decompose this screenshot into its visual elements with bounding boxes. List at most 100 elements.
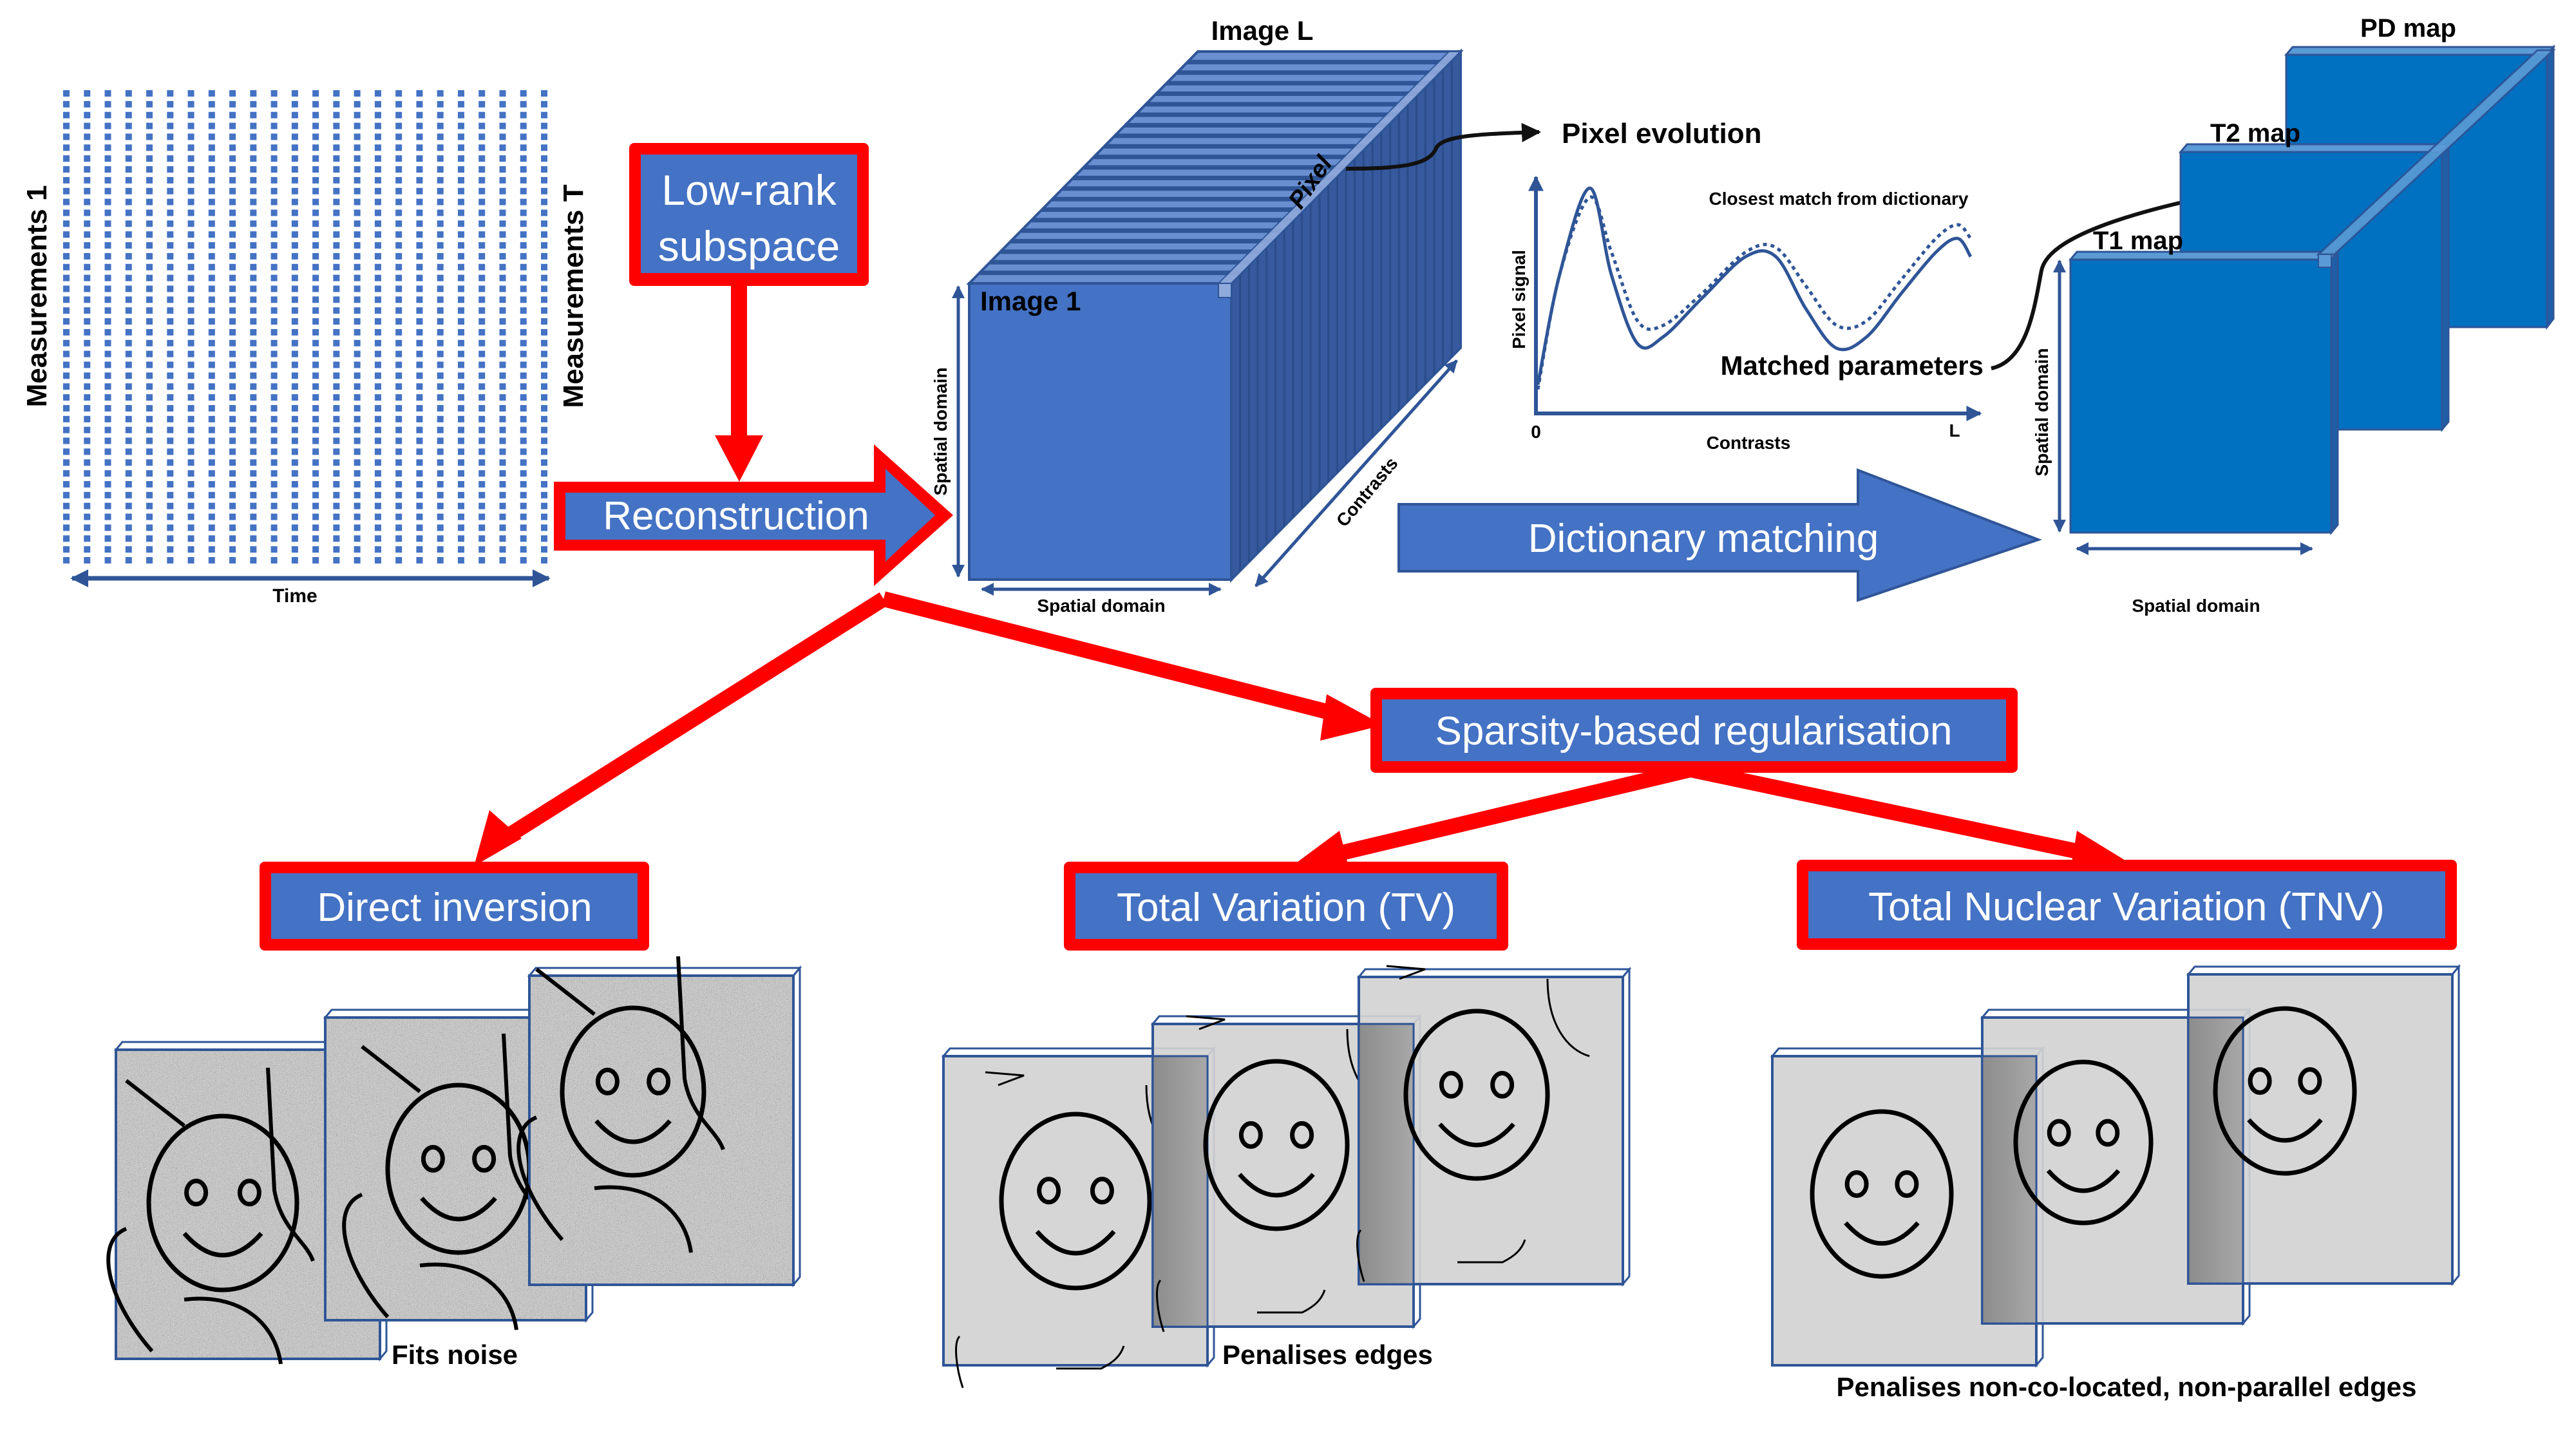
maps-horizontal-axis-label: Spatial domain (2132, 596, 2260, 616)
measurement-dot (437, 144, 444, 151)
measurement-dot (354, 285, 361, 292)
measurement-dot (63, 198, 70, 205)
measurement-dot (312, 220, 319, 227)
measurement-dot (229, 339, 236, 346)
method-box-tnv[interactable]: Total Nuclear Variation (TNV) (1797, 860, 2457, 950)
measurement-dot (291, 394, 298, 401)
measurement-dot (478, 155, 486, 162)
measurement-dot (416, 339, 423, 346)
measurement-dot (146, 155, 153, 162)
measurement-dot (125, 383, 132, 390)
artefact-stroke (1546, 978, 1590, 1057)
measurement-dot (229, 415, 236, 422)
measurement-dot (416, 263, 423, 270)
measurement-dot (229, 187, 236, 194)
measurement-dot (395, 111, 402, 118)
measurement-dot (457, 231, 464, 238)
measurement-dot (312, 459, 319, 466)
measurement-dot (167, 176, 174, 184)
measurement-dot (84, 480, 91, 488)
measurement-dot (312, 480, 319, 488)
measurement-dot (167, 448, 174, 455)
measurement-dot (270, 144, 278, 151)
measurement-dot (229, 404, 236, 412)
measurement-dot (395, 415, 402, 422)
measurement-dot (187, 144, 194, 151)
measurement-dot (229, 459, 236, 466)
measurement-dot (499, 285, 506, 292)
measurement-dot (84, 437, 91, 444)
measurement-dot (478, 383, 486, 390)
measurement-dot (146, 220, 153, 227)
measurement-dot (541, 100, 547, 108)
dictionary-matching-arrow[interactable]: Dictionary matching (1397, 468, 2042, 602)
measurement-dot (437, 220, 444, 227)
measurement-dot (333, 437, 340, 444)
measurement-dot (208, 437, 215, 444)
chart-x-tick-0: 0 (1531, 422, 1541, 442)
measurement-dot (499, 122, 506, 129)
pixel-to-evolution-connector (1345, 122, 1541, 171)
measurement-dot (146, 502, 153, 509)
measurement-dot (291, 339, 298, 346)
method-box-tv[interactable]: Total Variation (TV) (1064, 862, 1508, 951)
measurement-dot (374, 383, 381, 390)
measurement-dot (84, 535, 91, 542)
measurement-dot (437, 252, 444, 260)
smiley-eye-left (595, 1067, 620, 1095)
measurement-dot (499, 144, 506, 151)
measurement-dot (354, 535, 361, 542)
measurement-dot (520, 415, 527, 422)
panel-border (528, 974, 795, 1286)
measurement-dot (457, 318, 464, 325)
sparsity-regularisation-box[interactable]: Sparsity-based regularisation (1370, 688, 2018, 773)
measurement-dot (125, 198, 132, 205)
measurement-dot (354, 448, 361, 455)
measurement-dot (541, 144, 547, 151)
measurement-dot (520, 470, 527, 477)
measurement-dot (520, 220, 527, 227)
reconstruction-arrow[interactable]: Reconstruction (554, 444, 953, 586)
measurement-dot (437, 535, 444, 542)
measurement-dot (167, 513, 174, 520)
measurement-dot (354, 383, 361, 390)
measurement-dot (499, 372, 506, 379)
smiley-eye-left (1037, 1177, 1061, 1205)
measurement-dot (395, 318, 402, 325)
measurement-dot (146, 111, 153, 118)
measurement-dot (167, 394, 174, 401)
measurement-dot (478, 111, 486, 118)
measurement-dot (354, 176, 361, 184)
measurement-dot (84, 242, 91, 249)
measurement-dot (270, 166, 278, 173)
measurement-dot (125, 122, 132, 129)
measurement-dot (125, 350, 132, 357)
measurement-dot (167, 426, 174, 433)
measurement-dot (229, 480, 236, 488)
measurement-dot (395, 285, 402, 292)
measurement-dot (250, 111, 257, 118)
measurement-dot (229, 296, 236, 303)
measurement-dot (457, 111, 464, 118)
measurement-dot (520, 90, 527, 97)
measurement-dot (229, 285, 236, 292)
method-box-direct-inversion[interactable]: Direct inversion (260, 862, 649, 951)
measurement-dot (63, 524, 70, 531)
measurement-dot (541, 448, 547, 455)
smiley-mouth (420, 1197, 497, 1222)
measurement-dot (333, 470, 340, 477)
measurement-dot (104, 144, 111, 151)
artefact-stroke (342, 1193, 390, 1318)
measurement-dot (229, 263, 236, 270)
measurement-dot (167, 166, 174, 173)
measurement-dot (250, 394, 257, 401)
measurement-dot (291, 513, 298, 520)
measurement-dot (63, 448, 70, 455)
measurement-dot (229, 198, 236, 205)
measurement-dot (187, 372, 194, 379)
measurement-dot (104, 274, 111, 281)
measurement-dot (416, 524, 423, 531)
low-rank-subspace-box[interactable]: Low-rank subspace (629, 143, 869, 286)
measurement-dot (104, 166, 111, 173)
measurement-dot (520, 166, 527, 173)
